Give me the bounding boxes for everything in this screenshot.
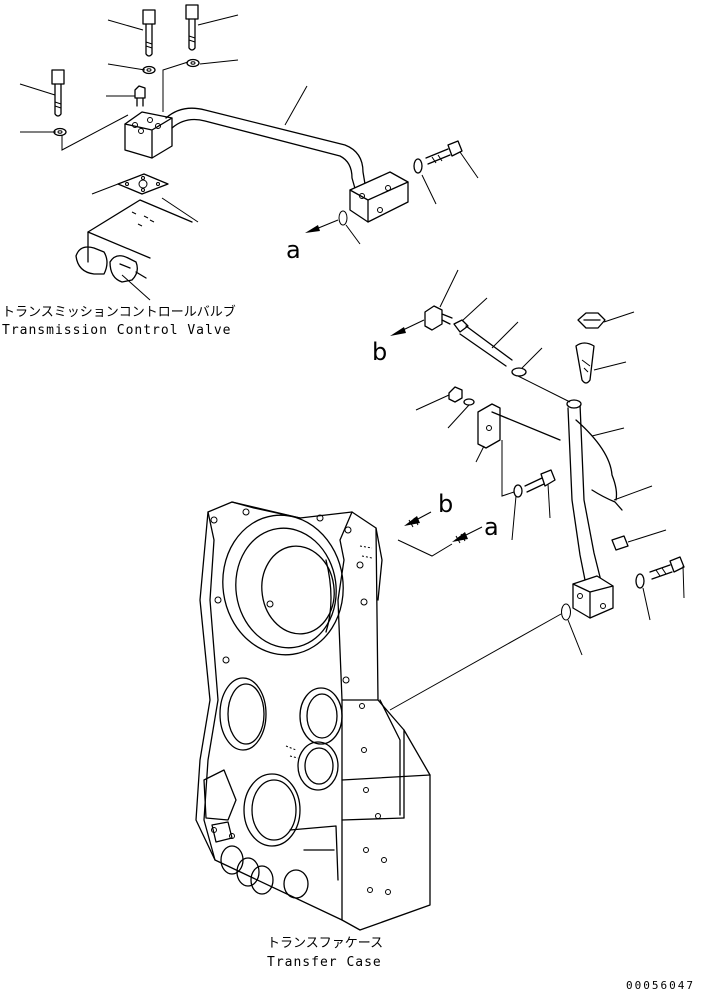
tc-label-en: Transfer Case bbox=[267, 955, 382, 970]
tcv-label-jp: トランスミッションコントロールバルブ bbox=[2, 304, 236, 320]
elbow-connector bbox=[424, 305, 453, 331]
bolt-upper-2 bbox=[185, 4, 199, 51]
washer-upper-2 bbox=[186, 58, 200, 68]
tc-label-jp: トランスファケース bbox=[267, 936, 383, 951]
bolt-left bbox=[51, 69, 65, 117]
bolt-flange-lower bbox=[649, 556, 685, 580]
bracket bbox=[477, 403, 561, 449]
transfer-case bbox=[195, 501, 431, 931]
arrow-a-lower bbox=[452, 526, 483, 544]
arrow-b-upper bbox=[390, 319, 425, 336]
filler-cap bbox=[577, 312, 606, 329]
control-valve-block bbox=[124, 111, 173, 159]
oil-filler-pipe bbox=[566, 399, 623, 586]
pipe-flange-lower bbox=[572, 575, 614, 619]
ref-letter-b-lower: b bbox=[438, 490, 453, 518]
arrow-b-lower bbox=[404, 511, 432, 528]
plug-small bbox=[134, 85, 146, 107]
leader-lines-top bbox=[19, 14, 479, 301]
gasket bbox=[117, 173, 169, 195]
pipe-upper bbox=[165, 107, 367, 193]
oring-lower bbox=[561, 603, 571, 621]
washer-left bbox=[53, 127, 67, 137]
washer-bracket-bolt bbox=[513, 484, 523, 498]
bolt-bracket bbox=[524, 469, 556, 493]
plug-pipe bbox=[611, 535, 629, 551]
ref-letter-a-upper: a bbox=[286, 236, 301, 264]
nut-bracket bbox=[448, 386, 463, 403]
drawing-number: 00056047 bbox=[626, 979, 695, 992]
ref-letter-a-lower: a bbox=[484, 513, 499, 541]
tcv-label-en: Transmission Control Valve bbox=[2, 323, 232, 338]
transmission-control-valve bbox=[75, 199, 193, 283]
pipe-flange-upper bbox=[349, 171, 409, 223]
breather-hose bbox=[459, 325, 513, 367]
arrow-a-upper bbox=[305, 219, 339, 233]
oring-a-upper bbox=[338, 210, 348, 226]
bolt-upper-1 bbox=[142, 9, 156, 57]
washer-flange-upper bbox=[413, 158, 423, 174]
washer-flange-lower bbox=[635, 573, 645, 589]
ref-letter-b-upper: b bbox=[372, 338, 387, 366]
leader-lines-right bbox=[389, 269, 685, 711]
hose-fitting bbox=[453, 319, 469, 333]
hose-clamp bbox=[511, 367, 527, 377]
bolt-flange-upper bbox=[425, 140, 463, 165]
washer-bracket bbox=[463, 398, 475, 406]
leader-transfer-ports bbox=[397, 539, 453, 557]
oil-strainer bbox=[575, 342, 595, 384]
